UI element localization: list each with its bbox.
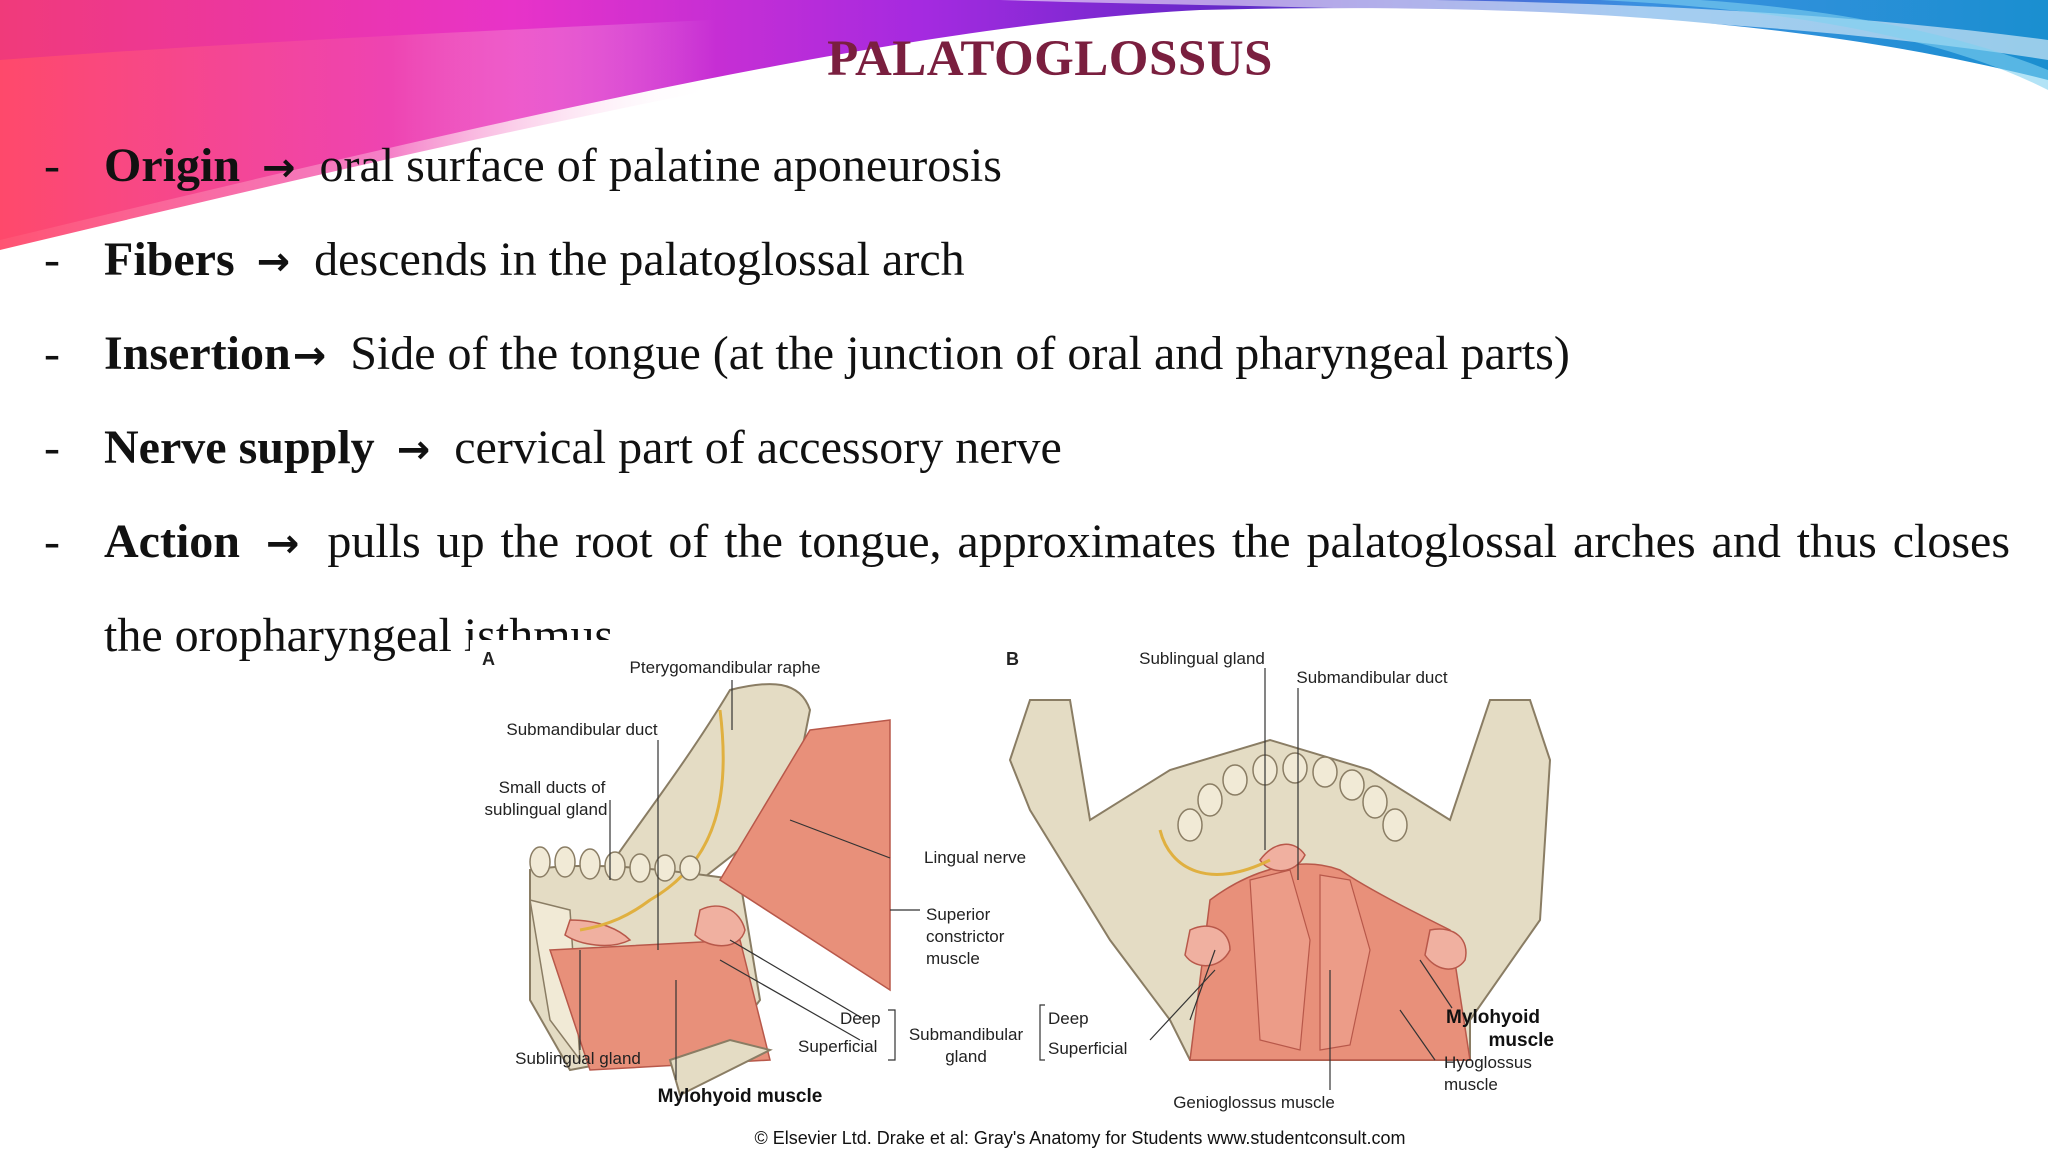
leader-lines <box>579 668 1453 1090</box>
label-submandibular-duct-b: Submandibular duct <box>1296 668 1447 687</box>
arrow-icon: → <box>396 427 431 473</box>
panel-b-label: B <box>1006 649 1019 669</box>
bullet-marker: - <box>44 233 60 286</box>
bullet-term: Origin <box>104 139 241 192</box>
bullet-term: Nerve supply <box>104 421 375 474</box>
label-small-ducts-2: sublingual gland <box>485 800 608 819</box>
bullet-fibers: - Fibers → descends in the palatoglossal… <box>44 214 2010 308</box>
panel-a-label: A <box>482 649 495 669</box>
arrow-icon: → <box>262 145 296 191</box>
decorative-swoosh <box>0 0 2048 250</box>
label-superior-1: Superior <box>926 905 991 924</box>
slide-title: PALATOGLOSSUS <box>827 31 1273 87</box>
bullet-nerve-supply: - Nerve supply → cervical part of access… <box>44 402 2010 496</box>
bullet-list: - Origin → oral surface of palatine apon… <box>44 120 2010 682</box>
label-superficial-a: Superficial <box>798 1037 877 1056</box>
label-small-ducts-1: Small ducts of <box>499 778 606 797</box>
bullet-insertion: - Insertion→ Side of the tongue (at the … <box>44 308 2010 402</box>
bullet-marker: - <box>44 515 60 568</box>
arrow-icon: → <box>256 239 291 285</box>
label-deep-a: Deep <box>840 1009 881 1028</box>
label-mylohyoid-1: Mylohyoid <box>1446 1007 1540 1028</box>
label-sublingual-gland-a: Sublingual gland <box>515 1049 641 1068</box>
label-mylohyoid-muscle-a: Mylohyoid muscle <box>658 1086 823 1107</box>
bullet-text: oral surface of palatine aponeurosis <box>319 139 1002 192</box>
label-submandibular-duct-a: Submandibular duct <box>506 720 657 739</box>
label-hyoglossus-2: muscle <box>1444 1075 1498 1094</box>
label-superior-2: constrictor <box>926 927 1005 946</box>
label-lingual-nerve: Lingual nerve <box>924 848 1026 867</box>
label-deep-b: Deep <box>1048 1009 1089 1028</box>
panel-b-drawing <box>1008 699 1552 1061</box>
label-superior-3: muscle <box>926 949 980 968</box>
bullet-action: - Action → pulls up the root of the tong… <box>44 496 2010 682</box>
label-mylohyoid-2: muscle <box>1489 1030 1554 1051</box>
figure-copyright: © Elsevier Ltd. Drake et al: Gray's Anat… <box>755 1128 1406 1148</box>
bullet-term: Fibers <box>104 233 235 286</box>
bullet-text: Side of the tongue (at the junction of o… <box>350 327 1570 380</box>
label-sublingual-gland-b: Sublingual gland <box>1139 649 1265 668</box>
label-superficial-b: Superficial <box>1048 1039 1127 1058</box>
bullet-term: Action <box>104 515 240 568</box>
bullet-marker: - <box>44 327 60 380</box>
bullet-text: pulls up the root of the tongue, approxi… <box>104 515 2011 662</box>
label-submandibular-gland-2: gland <box>945 1047 987 1066</box>
arrow-icon: → <box>292 333 327 379</box>
anatomy-illustration: A Pterygomandibular raphe Submandibular … <box>470 640 1610 1152</box>
label-pterygomandibular-raphe: Pterygomandibular raphe <box>630 658 821 677</box>
panel-a-drawing <box>529 683 891 1097</box>
bullet-marker: - <box>44 139 60 192</box>
bullet-marker: - <box>44 421 60 474</box>
label-submandibular-gland-1: Submandibular <box>909 1025 1024 1044</box>
anatomy-figure: A Pterygomandibular raphe Submandibular … <box>470 640 1610 1152</box>
bullet-term: Insertion <box>104 327 291 380</box>
label-hyoglossus-1: Hyoglossus <box>1444 1053 1532 1072</box>
bullet-origin: - Origin → oral surface of palatine apon… <box>44 120 2010 214</box>
bullet-text: cervical part of accessory nerve <box>454 421 1062 474</box>
label-genioglossus: Genioglossus muscle <box>1173 1093 1335 1112</box>
arrow-icon: → <box>265 521 300 567</box>
bullet-text: descends in the palatoglossal arch <box>314 233 965 286</box>
